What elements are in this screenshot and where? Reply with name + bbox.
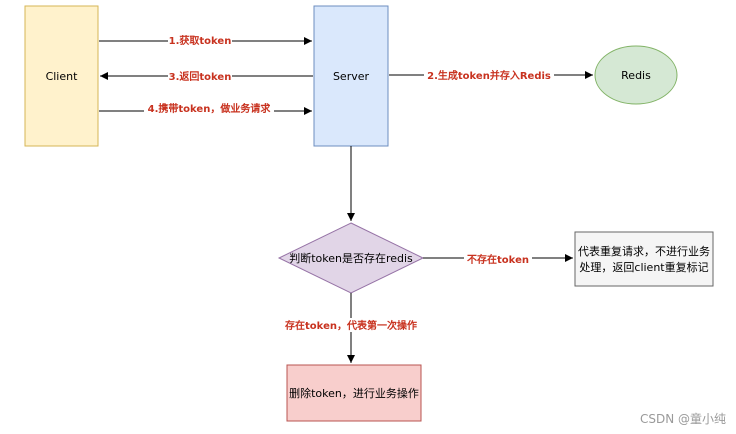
result-node <box>574 231 714 287</box>
redis-label: Redis <box>621 69 651 82</box>
redis-node <box>594 45 678 105</box>
edge-carry-token-label: 4.携带token，做业务请求 <box>148 102 272 115</box>
decision-label: 判断token是否存在redis <box>289 251 413 265</box>
server-node <box>313 5 389 147</box>
edge-generate-token-label: 2.生成token并存入Redis <box>427 69 551 82</box>
action-label: 删除token，进行业务操作 <box>289 386 419 400</box>
edge-not-exist-label: 不存在token <box>467 253 529 266</box>
edge-return-token-label: 3.返回token <box>169 70 232 83</box>
edge-exist-label: 存在token，代表第一次操作 <box>285 319 417 332</box>
server-label: Server <box>333 70 370 83</box>
watermark: CSDN @童小纯 <box>640 411 726 426</box>
edge-get-token-label: 1.获取token <box>169 34 232 47</box>
result-label-line2: 处理，返回client重复标记 <box>579 260 708 274</box>
client-label: Client <box>46 70 79 83</box>
action-node <box>286 364 422 422</box>
client-node <box>24 5 99 147</box>
result-label-line1: 代表重复请求，不进行业务 <box>578 244 710 258</box>
